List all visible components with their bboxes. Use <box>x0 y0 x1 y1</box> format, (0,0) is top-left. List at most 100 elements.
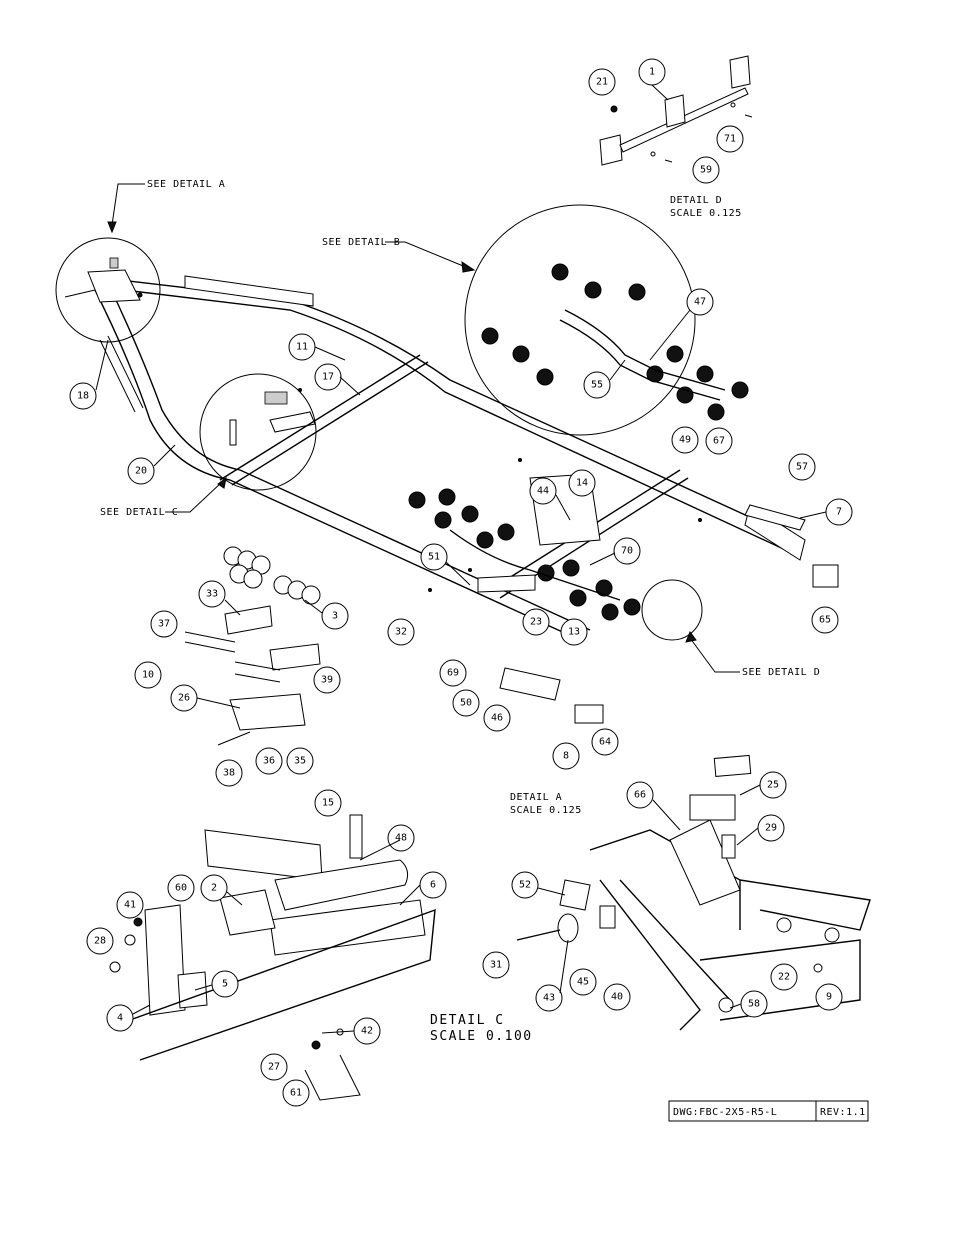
callout-65: 65 <box>811 606 839 634</box>
svg-text:17: 17 <box>322 372 334 383</box>
callout-10: 10 <box>134 661 162 689</box>
callout-41: 41 <box>116 891 144 919</box>
svg-text:57: 57 <box>796 462 808 473</box>
see-detail-b-arrowhead <box>461 260 476 273</box>
callout-31: 31 <box>482 951 510 979</box>
callout-36: 36 <box>255 747 283 775</box>
callout-6: 6 <box>419 871 447 899</box>
see-detail-c-leader <box>165 481 223 513</box>
svg-text:26: 26 <box>178 693 190 704</box>
see-detail-b-label: SEE DETAIL B <box>322 237 400 248</box>
callout-4: 4 <box>106 1004 134 1032</box>
callout-49: 49 <box>671 426 699 454</box>
svg-text:15: 15 <box>322 798 334 809</box>
svg-text:33: 33 <box>206 589 218 600</box>
callout-8: 8 <box>552 742 580 770</box>
roller-set-b <box>481 263 749 421</box>
svg-text:55: 55 <box>591 380 603 391</box>
svg-text:52: 52 <box>519 880 531 891</box>
callout-35: 35 <box>286 747 314 775</box>
svg-text:31: 31 <box>490 960 502 971</box>
detail-c-title: DETAIL C <box>430 1013 505 1028</box>
callout-32: 32 <box>387 618 415 646</box>
callout-9: 9 <box>815 983 843 1011</box>
callout-3: 3 <box>321 602 349 630</box>
see-detail-c-arrowhead <box>217 476 227 489</box>
svg-text:6: 6 <box>430 880 436 891</box>
svg-text:46: 46 <box>491 713 503 724</box>
svg-text:41: 41 <box>124 900 136 911</box>
callout-27: 27 <box>260 1053 288 1081</box>
svg-text:36: 36 <box>263 756 275 767</box>
callout-61: 61 <box>282 1079 310 1107</box>
svg-text:49: 49 <box>679 435 691 446</box>
see-detail-d-label: SEE DETAIL D <box>742 667 820 678</box>
svg-text:20: 20 <box>135 466 147 477</box>
svg-text:48: 48 <box>395 833 407 844</box>
roller-set-rear <box>408 473 641 621</box>
svg-text:27: 27 <box>268 1062 280 1073</box>
detail-d-bunk-drawing <box>599 55 753 166</box>
callout-40: 40 <box>603 983 631 1011</box>
callout-39: 39 <box>313 666 341 694</box>
svg-text:1: 1 <box>649 67 655 78</box>
callout-15: 15 <box>314 789 342 817</box>
svg-text:2: 2 <box>211 883 217 894</box>
callout-7: 7 <box>825 498 853 526</box>
callout-69: 69 <box>439 659 467 687</box>
svg-text:11: 11 <box>296 342 308 353</box>
trailer-frame <box>87 269 806 701</box>
detail-d-scale: SCALE 0.125 <box>670 208 742 219</box>
svg-text:40: 40 <box>611 992 623 1003</box>
callout-48: 48 <box>387 824 415 852</box>
callout-46: 46 <box>483 704 511 732</box>
svg-text:10: 10 <box>142 670 154 681</box>
callout-23: 23 <box>522 608 550 636</box>
callout-33: 33 <box>198 580 226 608</box>
callout-37: 37 <box>150 610 178 638</box>
svg-text:22: 22 <box>778 972 790 983</box>
callout-13: 13 <box>560 618 588 646</box>
svg-text:58: 58 <box>748 999 760 1010</box>
tail-light-left <box>574 704 604 724</box>
callout-leaders <box>95 84 827 1034</box>
revision-number: REV:1.1 <box>820 1107 866 1118</box>
svg-text:61: 61 <box>290 1088 302 1099</box>
svg-text:4: 4 <box>117 1013 123 1024</box>
callout-1: 1 <box>638 58 666 86</box>
callout-43: 43 <box>535 984 563 1012</box>
svg-text:44: 44 <box>537 486 549 497</box>
svg-text:18: 18 <box>77 391 89 402</box>
svg-text:45: 45 <box>577 977 589 988</box>
callout-38: 38 <box>215 759 243 787</box>
svg-text:7: 7 <box>836 507 842 518</box>
callout-2: 2 <box>200 874 228 902</box>
callout-21: 21 <box>588 68 616 96</box>
callout-42: 42 <box>353 1017 381 1045</box>
svg-text:50: 50 <box>460 698 472 709</box>
svg-text:70: 70 <box>621 546 633 557</box>
svg-text:13: 13 <box>568 627 580 638</box>
callout-52: 52 <box>511 871 539 899</box>
callout-57: 57 <box>788 453 816 481</box>
callout-64: 64 <box>591 728 619 756</box>
svg-text:35: 35 <box>294 756 306 767</box>
callout-58: 58 <box>740 990 768 1018</box>
svg-text:9: 9 <box>826 992 832 1003</box>
svg-text:25: 25 <box>767 780 779 791</box>
svg-text:42: 42 <box>361 1026 373 1037</box>
fender-plate <box>744 504 806 531</box>
callout-50: 50 <box>452 689 480 717</box>
callout-60: 60 <box>167 874 195 902</box>
svg-text:66: 66 <box>634 790 646 801</box>
detail-c-drawing <box>109 814 436 1101</box>
svg-text:47: 47 <box>694 297 706 308</box>
callout-26: 26 <box>170 684 198 712</box>
callout-47: 47 <box>686 288 714 316</box>
tail-light-right <box>812 564 839 588</box>
svg-text:71: 71 <box>724 134 736 145</box>
callout-28: 28 <box>86 927 114 955</box>
svg-text:32: 32 <box>395 627 407 638</box>
callout-59: 59 <box>692 156 720 184</box>
detail-d-title: DETAIL D <box>670 195 722 206</box>
